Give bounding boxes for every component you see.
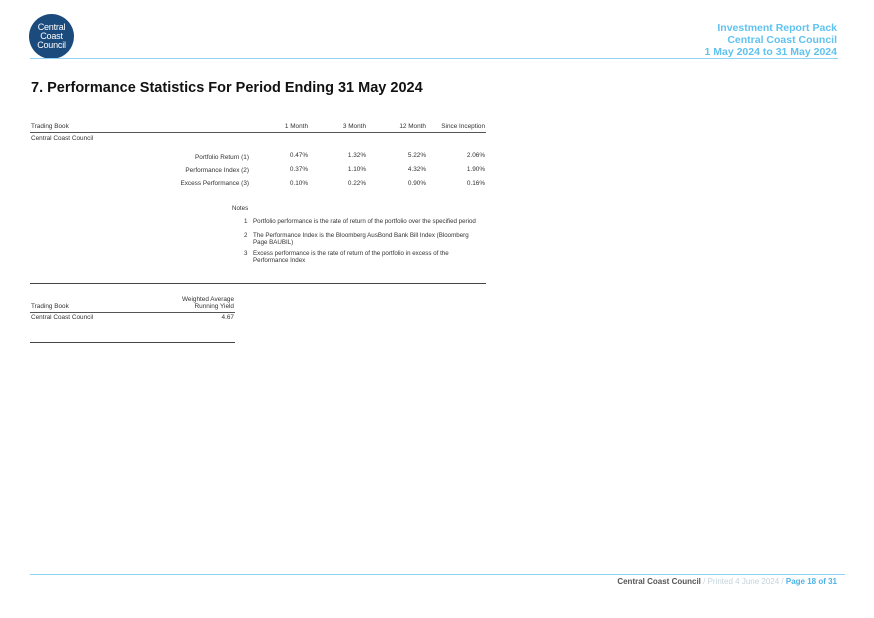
yield-row-label: Central Coast Council bbox=[31, 314, 94, 321]
column-header-yield-line-1: Weighted Average bbox=[182, 296, 234, 303]
footer-divider bbox=[30, 574, 845, 575]
footer-organisation: Central Coast Council bbox=[617, 577, 701, 586]
logo-line-2: Coast bbox=[40, 31, 63, 41]
notes-heading: Notes bbox=[232, 205, 249, 212]
yield-row-value: 4.67 bbox=[221, 314, 234, 321]
council-logo: Central Coast Council bbox=[29, 14, 74, 59]
note-text: Excess performance is the rate of return… bbox=[253, 250, 449, 264]
footer-page-number: Page 18 of 31 bbox=[785, 577, 837, 586]
section-divider bbox=[30, 283, 486, 284]
column-header-1-month: 1 Month bbox=[284, 123, 308, 130]
table-cell: 0.22% bbox=[347, 180, 366, 187]
table-cell: 1.10% bbox=[347, 166, 366, 173]
table-cell: 0.47% bbox=[289, 152, 308, 159]
table-cell: 4.32% bbox=[407, 166, 426, 173]
footer-printed-date: / Printed 4 June 2024 / bbox=[700, 577, 786, 586]
table-cell: 0.16% bbox=[466, 180, 485, 187]
column-header-trading-book: Trading Book bbox=[31, 303, 69, 310]
page-title: 7. Performance Statistics For Period End… bbox=[31, 80, 423, 96]
note-number: 1 bbox=[244, 218, 248, 225]
table-cell: 1.32% bbox=[347, 152, 366, 159]
column-header-trading-book: Trading Book bbox=[31, 123, 69, 130]
table-cell: 0.10% bbox=[289, 180, 308, 187]
table-cell: 0.90% bbox=[407, 180, 426, 187]
table-header-rule bbox=[30, 132, 486, 133]
table-cell: 2.06% bbox=[466, 152, 485, 159]
report-title: Investment Report Pack bbox=[717, 22, 837, 34]
column-header-12-month: 12 Month bbox=[399, 123, 426, 130]
column-header-since-inception: Since Inception bbox=[441, 123, 485, 130]
table-cell: 5.22% bbox=[407, 152, 426, 159]
report-organisation: Central Coast Council bbox=[727, 34, 837, 46]
report-period: 1 May 2024 to 31 May 2024 bbox=[704, 46, 837, 58]
header-divider bbox=[30, 58, 838, 59]
note-text: Portfolio performance is the rate of ret… bbox=[253, 218, 476, 225]
logo-line-3: Council bbox=[37, 40, 66, 50]
report-header: Investment Report Pack Central Coast Cou… bbox=[704, 22, 837, 58]
column-header-yield-line-2: Running Yield bbox=[194, 303, 234, 310]
note-text: The Performance Index is the Bloomberg A… bbox=[253, 232, 469, 246]
yield-table-bottom-rule bbox=[30, 342, 235, 343]
column-header-3-month: 3 Month bbox=[342, 123, 366, 130]
row-label-portfolio-return: Portfolio Return (1) bbox=[195, 154, 249, 161]
table-cell: 0.37% bbox=[289, 166, 308, 173]
row-label-performance-index: Performance Index (2) bbox=[185, 167, 249, 174]
logo-line-1: Central bbox=[37, 22, 66, 32]
page-footer: Central Coast Council / Printed 4 June 2… bbox=[617, 577, 837, 586]
table-cell: 1.90% bbox=[466, 166, 485, 173]
group-label: Central Coast Council bbox=[31, 135, 94, 142]
note-number: 3 bbox=[244, 250, 248, 257]
yield-header-rule bbox=[30, 312, 235, 313]
row-label-excess-performance: Excess Performance (3) bbox=[180, 180, 249, 187]
note-number: 2 bbox=[244, 232, 248, 239]
